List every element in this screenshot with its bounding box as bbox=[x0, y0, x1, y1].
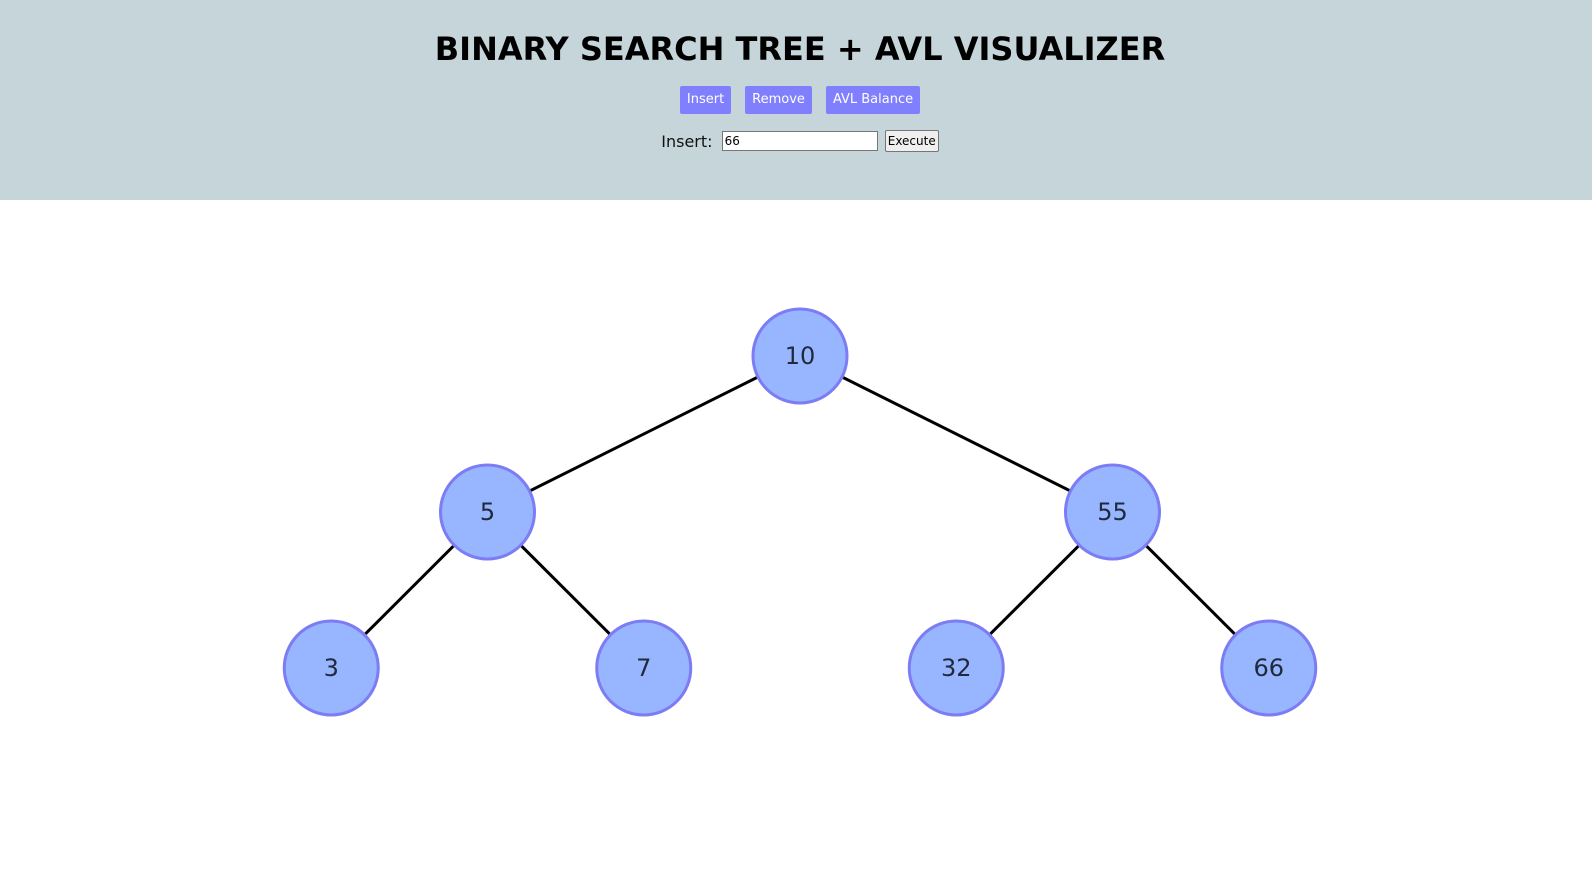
tree-node-10[interactable]: 10 bbox=[751, 307, 849, 405]
value-input[interactable] bbox=[721, 131, 878, 151]
tree-node-circle bbox=[439, 463, 536, 561]
tree-edge bbox=[799, 354, 1114, 514]
tree-edge bbox=[486, 354, 801, 514]
avl-balance-button[interactable]: AVL Balance bbox=[825, 86, 921, 114]
tree-node-label: 32 bbox=[941, 654, 972, 682]
tree-node-circle bbox=[595, 619, 693, 717]
tree-node-7[interactable]: 7 bbox=[595, 619, 693, 717]
remove-mode-button[interactable]: Remove bbox=[745, 86, 812, 114]
operation-row: Insert: Execute bbox=[0, 130, 1592, 152]
tree-node-circle bbox=[1064, 463, 1161, 561]
tree-node-3[interactable]: 3 bbox=[282, 619, 380, 717]
tree-node-5[interactable]: 5 bbox=[439, 463, 536, 561]
tree-node-circle bbox=[907, 619, 1005, 717]
tree-node-label: 66 bbox=[1253, 654, 1284, 682]
tree-node-66[interactable]: 66 bbox=[1220, 619, 1318, 717]
operation-label: Insert: bbox=[661, 131, 713, 151]
execute-button[interactable]: Execute bbox=[884, 130, 939, 152]
tree-node-label: 7 bbox=[636, 654, 651, 682]
tree-node-label: 5 bbox=[480, 498, 495, 526]
header-panel: BINARY SEARCH TREE + AVL VISUALIZER Inse… bbox=[0, 0, 1592, 200]
tree-node-label: 10 bbox=[785, 342, 816, 370]
tree-node-label: 55 bbox=[1097, 498, 1128, 526]
tree-node-circle bbox=[1220, 619, 1318, 717]
insert-mode-button[interactable]: Insert bbox=[679, 86, 732, 114]
tree-node-32[interactable]: 32 bbox=[907, 619, 1005, 717]
tree-node-circle bbox=[282, 619, 380, 717]
mode-button-row: Insert Remove AVL Balance bbox=[0, 86, 1592, 114]
tree-node-55[interactable]: 55 bbox=[1064, 463, 1161, 561]
page-title: BINARY SEARCH TREE + AVL VISUALIZER bbox=[434, 30, 1166, 68]
tree-node-circle bbox=[751, 307, 849, 405]
tree-node-label: 3 bbox=[324, 654, 339, 682]
